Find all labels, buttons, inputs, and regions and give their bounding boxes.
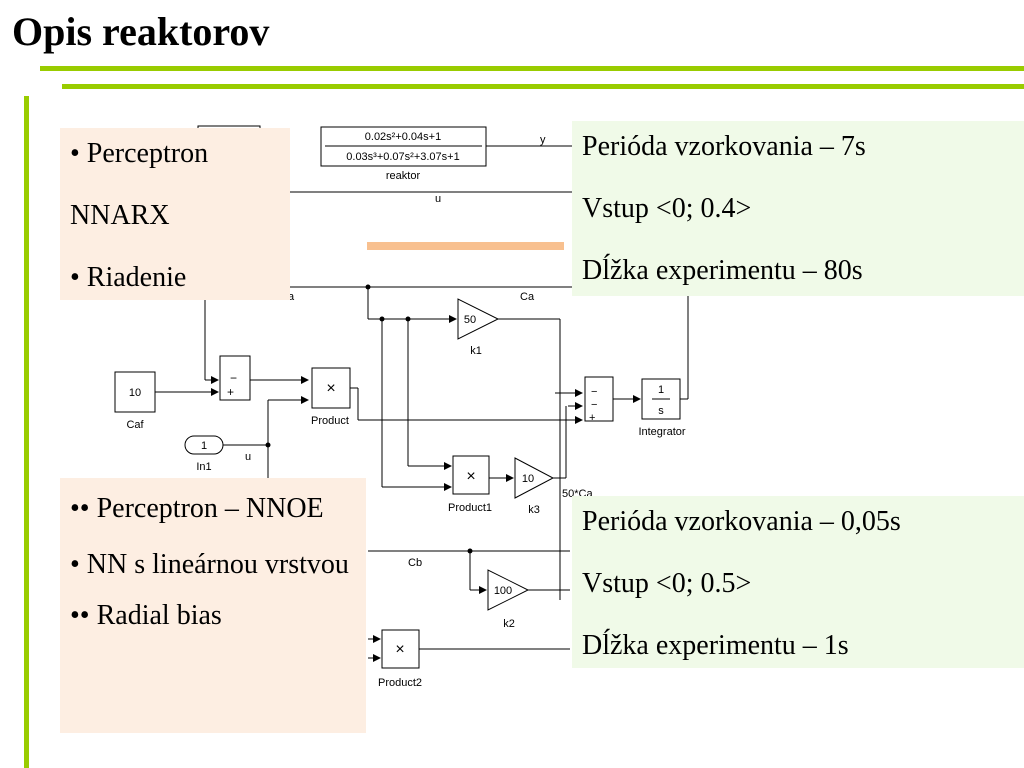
box-bottom-right-line1: Perióda vzorkovania – 0,05s <box>582 506 901 537</box>
tf-numerator: 0.02s²+0.04s+1 <box>365 131 441 143</box>
product-symbol: × <box>326 380 335 397</box>
integrator-denominator: s <box>658 405 664 417</box>
highlight-bar <box>367 242 564 250</box>
box-top-right-line1: Perióda vzorkovania – 7s <box>582 131 866 162</box>
k2-value: 100 <box>494 585 512 597</box>
signal-ca-left-label: a <box>288 291 295 303</box>
product2-symbol: × <box>395 641 404 658</box>
k3-gain-block <box>514 457 555 499</box>
sum2-mid-sign: − <box>591 399 597 411</box>
product1-symbol: × <box>466 468 475 485</box>
product2-label: Product2 <box>378 677 422 689</box>
sum2-bot-sign: + <box>589 412 595 424</box>
sum1-minus-sign: − <box>230 371 237 385</box>
box-bottom-left: •• Perceptron – NNOE • NN s lineárnou vr… <box>60 478 366 733</box>
k2-gain-block <box>487 569 530 611</box>
box-bottom-right-line3: Dĺžka experimentu – 1s <box>582 630 849 661</box>
product1-label: Product1 <box>448 502 492 514</box>
slide-title: Opis reaktorov <box>12 9 270 54</box>
top-accent-bar <box>40 66 1024 71</box>
box-bottom-right: Perióda vzorkovania – 0,05s Vstup <0; 0.… <box>572 496 1024 668</box>
box-bottom-left-line3: •• Radial bias <box>70 600 222 631</box>
signal-ca-label: Ca <box>520 291 535 303</box>
k1-label: k1 <box>470 345 482 357</box>
sum2-top-sign: − <box>591 386 597 398</box>
k1-gain-block <box>457 298 500 340</box>
box-top-right-line3: Dĺžka experimentu – 80s <box>582 255 863 286</box>
left-accent-bar <box>24 96 29 768</box>
box-top-left-line3: • Riadenie <box>70 262 187 293</box>
box-top-left-line1: • Perceptron <box>70 138 209 169</box>
k3-value: 10 <box>522 473 534 485</box>
signal-u-mid-label: u <box>245 451 251 463</box>
tf-label: reaktor <box>386 170 421 182</box>
signal-u-top-label: u <box>435 193 441 205</box>
product-label: Product <box>311 415 349 427</box>
box-bottom-left-line1: •• Perceptron – NNOE <box>70 493 324 524</box>
box-bottom-left-line2: • NN s lineárnou vrstvou <box>70 549 349 580</box>
sum1-plus-sign: + <box>227 385 234 399</box>
box-bottom-right-line2: Vstup <0; 0.5> <box>582 568 752 599</box>
tf-denominator: 0.03s³+0.07s²+3.07s+1 <box>346 151 459 163</box>
in1-label: In1 <box>196 461 211 473</box>
caf-value: 10 <box>129 387 141 399</box>
sum1-block <box>219 355 251 401</box>
signal-cb-label: Cb <box>408 557 422 569</box>
box-top-left-line2: NNARX <box>70 200 170 231</box>
box-top-left: • Perceptron NNARX • Riadenie <box>60 128 290 300</box>
in1-value: 1 <box>201 440 207 452</box>
k3-label: k3 <box>528 504 540 516</box>
top-accent-bar-2 <box>62 84 1024 89</box>
caf-label: Caf <box>126 419 144 431</box>
product1-block <box>452 455 490 495</box>
k2-label: k2 <box>503 618 515 630</box>
box-top-right-line2: Vstup <0; 0.4> <box>582 193 752 224</box>
integrator-label: Integrator <box>638 426 685 438</box>
box-top-right: Perióda vzorkovania – 7s Vstup <0; 0.4> … <box>572 121 1024 296</box>
k1-value: 50 <box>464 314 476 326</box>
integrator-numerator: 1 <box>658 384 664 396</box>
signal-y-label: y <box>540 134 546 146</box>
